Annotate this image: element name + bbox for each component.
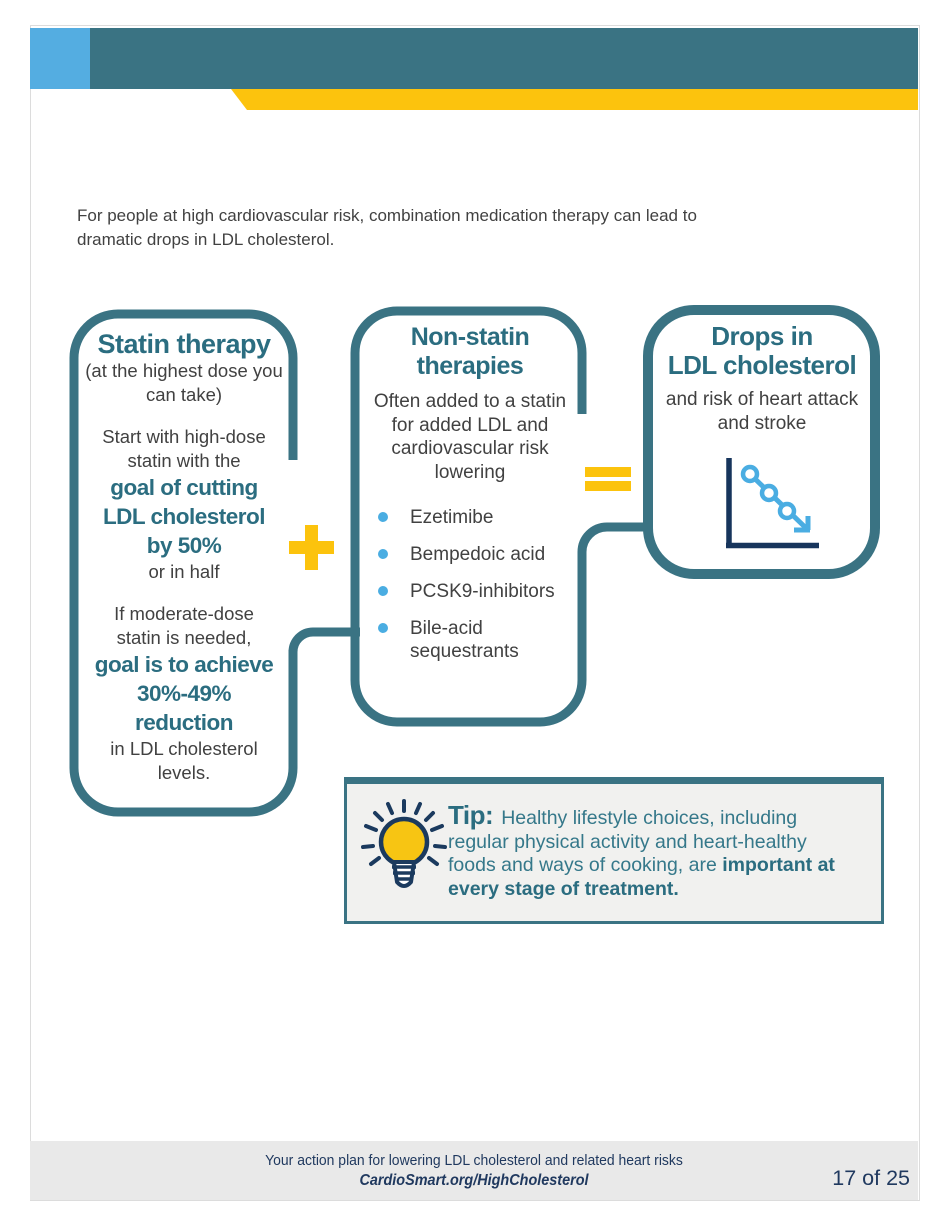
bullet-dot-icon xyxy=(378,549,388,559)
intro-text: For people at high cardiovascular risk, … xyxy=(77,206,697,249)
nonstatin-to-drops-connector xyxy=(577,522,652,568)
statin-para2-tail: in LDL cholesterol levels. xyxy=(110,738,258,783)
bullet-dot-icon xyxy=(378,623,388,633)
bullet-label: Ezetimibe xyxy=(410,507,494,528)
statin-to-nonstatin-connector xyxy=(288,627,360,668)
bullet-dot-icon xyxy=(378,512,388,522)
nonstatin-box: Non-statin therapies Often added to a st… xyxy=(364,323,576,484)
tip-body-bold: important at every stage of treatment. xyxy=(448,854,835,900)
statin-box-subtitle: (at the highest dose you can take) xyxy=(85,360,283,405)
tip-box xyxy=(344,777,884,924)
footer-text-block: Your action plan for lowering LDL choles… xyxy=(61,1151,887,1191)
footer xyxy=(30,1141,918,1200)
drops-box-title: Drops in LDL cholesterol xyxy=(667,321,857,380)
lightbulb-icon xyxy=(361,799,447,888)
statin-para1-tail: or in half xyxy=(148,561,220,582)
statin-para1: Start with high-dose statin with the xyxy=(102,426,266,471)
page-number: 17 of 25 xyxy=(832,1166,910,1190)
nonstatin-box-description: Often added to a statin for added LDL an… xyxy=(373,391,567,483)
page-sheet xyxy=(30,25,920,1201)
plus-icon xyxy=(289,525,334,570)
statin-box: Statin therapy (at the highest dose you … xyxy=(74,329,294,785)
tip-text: Tip:Healthy lifestyle choices, including… xyxy=(448,802,868,901)
list-item: Bile-acid sequestrants xyxy=(378,617,578,663)
header-teal-bar xyxy=(90,28,918,89)
tip-body: Healthy lifestyle choices, including reg… xyxy=(448,807,807,876)
header-accent-square xyxy=(30,28,90,89)
footer-link[interactable]: CardioSmart.org/HighCholesterol xyxy=(359,1172,589,1189)
declining-chart-icon xyxy=(726,458,819,549)
drops-box: Drops in LDL cholesterol and risk of hea… xyxy=(656,322,868,435)
list-item: Ezetimibe xyxy=(378,506,578,529)
statin-border-gap xyxy=(286,460,300,650)
nonstatin-bullet-list: Ezetimibe Bempedoic acid PCSK9-inhibitor… xyxy=(378,506,578,677)
nonstatin-box-title: Non-statin therapies xyxy=(410,323,530,380)
footer-tagline: Your action plan for lowering LDL choles… xyxy=(265,1152,683,1169)
bullet-label: Bempedoic acid xyxy=(410,544,546,565)
header-yellow-ribbon xyxy=(231,89,918,110)
statin-para1-goal: goal of cutting LDL cholesterol by 50% xyxy=(102,475,266,558)
drops-box-outline xyxy=(643,305,880,579)
equals-icon xyxy=(585,467,631,491)
bullet-label: Bile-acid sequestrants xyxy=(410,618,519,662)
statin-para2: If moderate-dose statin is needed, xyxy=(114,603,254,648)
statin-para2-goal: goal is to achieve 30%-49% reduction xyxy=(94,652,274,735)
tip-label: Tip: xyxy=(448,800,494,830)
list-item: PCSK9-inhibitors xyxy=(378,580,578,603)
nonstatin-border-gap xyxy=(575,414,589,556)
drops-box-description: and risk of heart attack and stroke xyxy=(665,389,859,434)
list-item: Bempedoic acid xyxy=(378,543,578,566)
bullet-dot-icon xyxy=(378,586,388,596)
bullet-label: PCSK9-inhibitors xyxy=(410,581,555,602)
statin-box-title: Statin therapy xyxy=(97,329,271,359)
